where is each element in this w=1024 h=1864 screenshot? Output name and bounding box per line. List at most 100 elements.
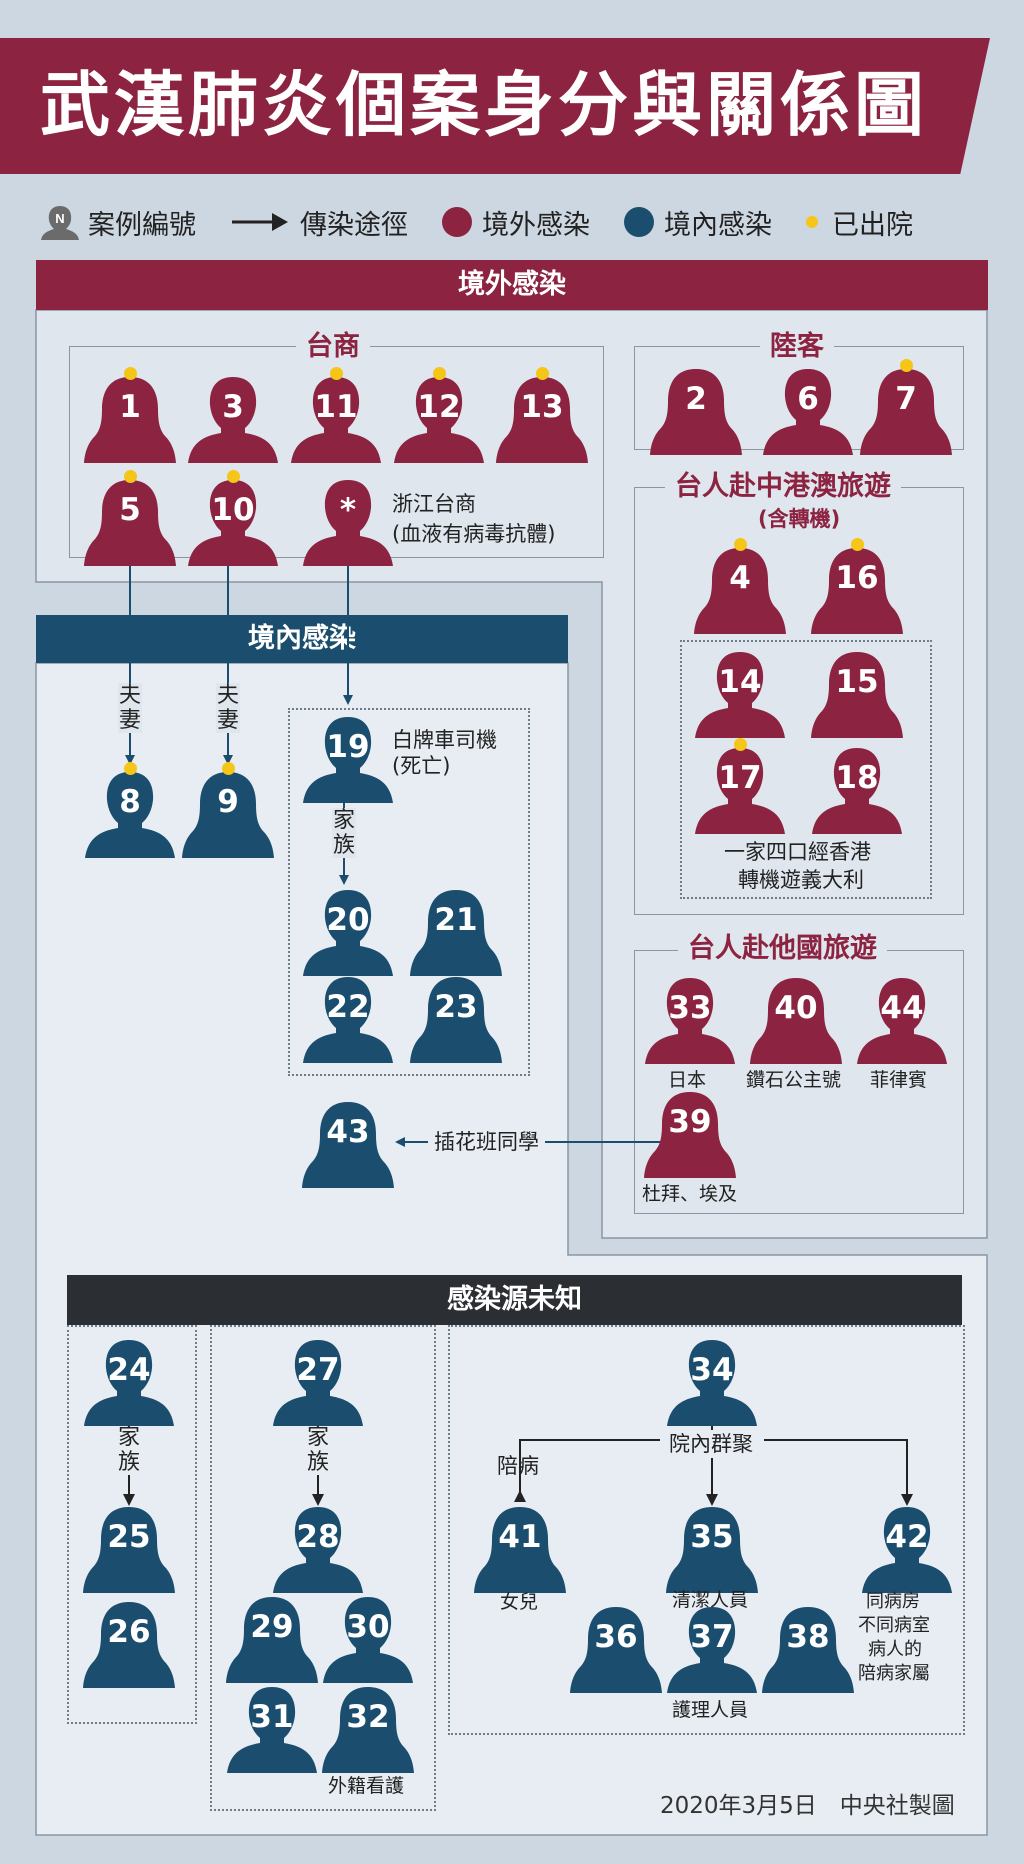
legend-local: 境內感染 [624,203,772,242]
case-number-label: 13 [520,389,564,425]
discharged-dot-icon [124,470,137,483]
roommate-note-2: 不同病室 [858,1615,930,1636]
title-banner [0,38,990,174]
legend-case-number: N 案例編號 [40,203,196,242]
case-15-person-icon: 15 [809,650,905,738]
case-41-person-icon: 41 [472,1505,568,1593]
legend-imported-label: 境外感染 [482,209,590,241]
case-32-person-icon: 32 [320,1685,416,1773]
unknown-section-header: 感染源未知 [67,1275,962,1325]
case-34-person-icon: 34 [664,1338,760,1426]
japan-note: 日本 [668,1069,707,1091]
legend-imported: 境外感染 [442,203,590,242]
family-four-box [680,640,932,899]
case-number-label: 24 [107,1352,151,1388]
family-label-27: 家族 [306,1425,330,1475]
case-36-person-icon: 36 [568,1605,664,1693]
hospital-cluster-label: 院內群聚 [665,1430,757,1458]
case-number-label: 30 [346,1609,390,1645]
case-number-label: 9 [217,784,239,820]
case-17-person-icon: 17 [692,738,788,834]
case-30-person-icon: 30 [320,1595,416,1683]
case-number-label: 19 [326,729,370,765]
cleaner-note: 清潔人員 [672,1589,749,1611]
zhejiang-note-2: (血液有病毒抗體) [392,522,556,546]
unknown-cluster-b-box [210,1325,436,1811]
case-35-person-icon: 35 [664,1505,760,1593]
roommate-note-4: 陪病家屬 [858,1663,930,1684]
case-number-label: 3 [222,389,244,425]
case-8-person-icon: 8 [82,762,178,858]
case-43-person-icon: 43 [300,1100,396,1188]
discharged-dot-icon [222,762,235,775]
case-number-label: 14 [718,664,762,700]
diamond-princess-note: 鑽石公主號 [746,1069,842,1091]
discharged-dot-icon [734,738,747,751]
case-number-label: 23 [434,989,478,1025]
case-29-person-icon: 29 [224,1595,320,1683]
page-title: 武漢肺炎個案身分與關係圖 [40,64,928,146]
local-circle-icon [624,207,654,237]
case-number-label: 41 [498,1519,542,1555]
imported-circle-icon [442,207,472,237]
discharged-dot-icon [124,762,137,775]
case-13-person-icon: 13 [494,367,590,463]
case-number-icon-label: N [55,211,64,226]
imported-section-header: 境外感染 [36,260,988,310]
case-33-person-icon: 33 [642,976,738,1064]
discharged-dot-icon [900,359,913,372]
discharged-dot-icon [227,470,240,483]
case-number-label: 42 [885,1519,929,1555]
case-4-person-icon: 4 [692,538,788,634]
legend-case-number-label: 案例編號 [88,209,196,241]
case-number-label: * [339,492,357,528]
hk-macau-group-subtitle: (含轉機) [752,503,847,533]
case-number-icon: N [41,206,79,240]
discharged-dot-icon [806,216,818,228]
luke-group-title: 陸客 [760,330,834,364]
case-number-label: 35 [690,1519,734,1555]
legend-discharged-label: 已出院 [832,209,913,241]
family-four-note-2: 轉機遊義大利 [738,868,864,892]
local-section-header: 境內感染 [36,615,568,663]
spouse-label-b: 夫妻 [216,683,240,733]
legend-discharged: 已出院 [806,203,913,242]
discharged-dot-icon [330,367,343,380]
case-28-person-icon: 28 [270,1505,366,1593]
hk-macau-group-title: 台人赴中港澳旅遊 [665,470,901,504]
family-four-note-1: 一家四口經香港 [724,840,871,864]
case-number-label: 44 [880,990,924,1026]
case-number-label: 38 [786,1619,830,1655]
driver-note-2: (死亡) [392,754,451,778]
driver-cluster-box [288,708,530,1076]
case-number-label: 17 [718,760,762,796]
case-9-person-icon: 9 [180,762,276,858]
other-countries-group-title: 台人赴他國旅遊 [678,932,887,966]
case-3-person-icon: 3 [185,375,281,463]
accompany-label: 陪病 [497,1454,539,1478]
legend-local-label: 境內感染 [664,209,772,241]
nurse-note: 護理人員 [672,1699,749,1721]
discharged-dot-icon [734,538,747,551]
case-22-person-icon: 22 [300,975,396,1063]
case-11-person-icon: 11 [288,367,384,463]
case-number-label: 1 [119,389,141,425]
arrow-icon [232,213,288,231]
legend-transmission-label: 傳染途徑 [300,209,408,241]
daughter-note: 女兒 [500,1591,539,1613]
case-number-label: 40 [774,990,818,1026]
unknown-cluster-a-box [67,1325,197,1724]
case-18-person-icon: 18 [809,746,905,834]
case-24-person-icon: 24 [81,1338,177,1426]
case-38-person-icon: 38 [760,1605,856,1693]
case-number-label: 28 [296,1519,340,1555]
case-12-person-icon: 12 [391,367,487,463]
case-44-person-icon: 44 [854,976,950,1064]
case-number-label: 37 [690,1619,734,1655]
legend: N 案例編號 傳染途徑 境外感染 境內感染 已出院 [40,200,947,244]
case-1-person-icon: 1 [82,367,178,463]
case-number-label: 2 [685,381,707,417]
case-27-person-icon: 27 [270,1338,366,1426]
case-number-label: 16 [835,560,879,596]
